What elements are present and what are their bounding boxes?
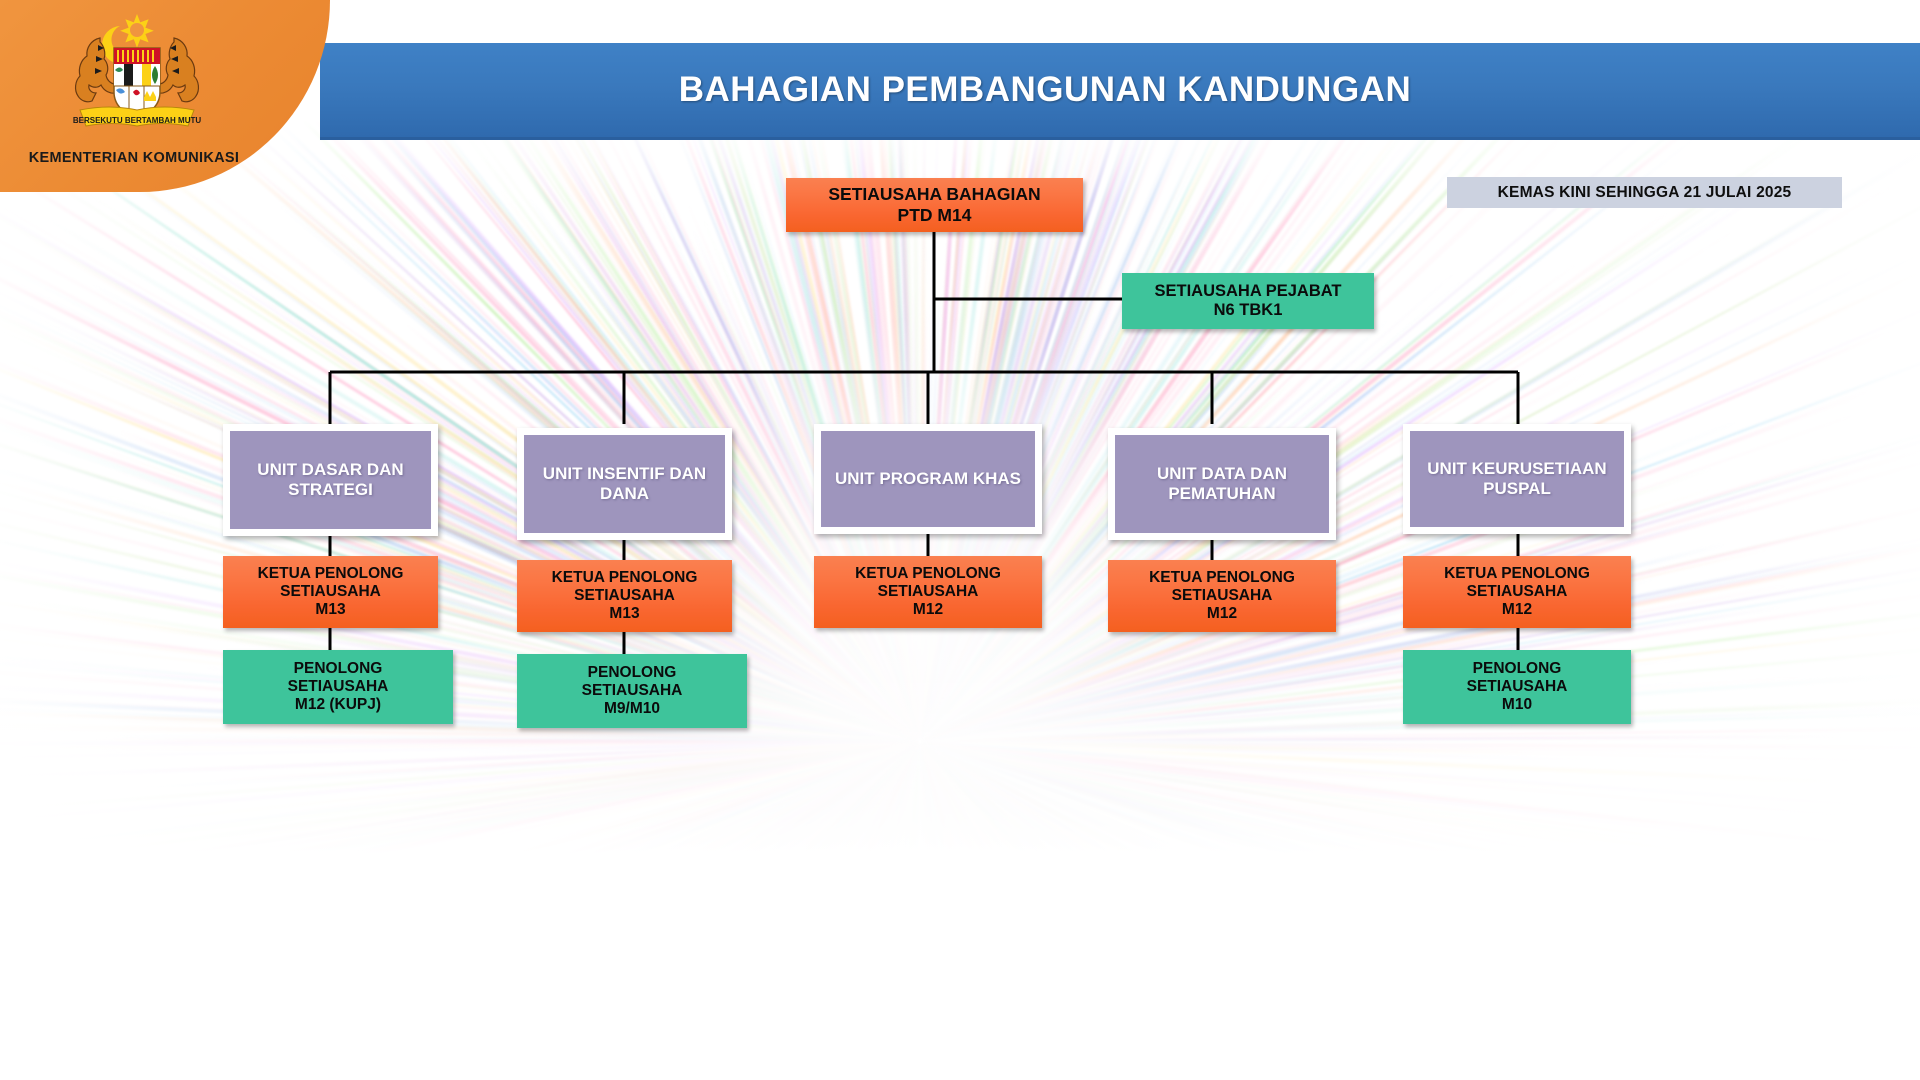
page-title: BAHAGIAN PEMBANGUNAN KANDUNGAN <box>679 70 1411 110</box>
node-grade-line: M12 (KUPJ) <box>295 696 381 714</box>
unit-label-line2: PUSPAL <box>1483 479 1551 499</box>
node-kps-unit-dasar-dan-strategi[interactable]: KETUA PENOLONG SETIAUSAHA M13 <box>223 556 438 628</box>
node-ps-unit-keurusetiaan-puspal[interactable]: PENOLONG SETIAUSAHA M10 <box>1403 650 1631 724</box>
node-kps-unit-insentif-dan-dana[interactable]: KETUA PENOLONG SETIAUSAHA M13 <box>517 560 732 632</box>
node-grade-line: M12 <box>1502 601 1532 619</box>
node-ps-unit-dasar-dan-strategi[interactable]: PENOLONG SETIAUSAHA M12 (KUPJ) <box>223 650 453 724</box>
node-role-line2: SETIAUSAHA <box>1467 678 1568 696</box>
last-updated-badge: KEMAS KINI SEHINGGA 21 JULAI 2025 <box>1447 177 1842 208</box>
node-unit-keurusetiaan-puspal[interactable]: UNIT KEURUSETIAAN PUSPAL <box>1403 424 1631 534</box>
node-role-line: SETIAUSAHA BAHAGIAN <box>828 184 1040 205</box>
node-role-line1: PENOLONG <box>1473 660 1562 678</box>
node-unit-data-dan-pematuhan[interactable]: UNIT DATA DAN PEMATUHAN <box>1108 428 1336 540</box>
node-grade-line: M13 <box>609 605 639 623</box>
unit-label-line2: STRATEGI <box>288 480 373 500</box>
node-role-line1: PENOLONG <box>588 664 677 682</box>
malaysia-coat-of-arms-icon: BERSEKUTU BERTAMBAH MUTU <box>52 8 222 148</box>
node-role-line2: SETIAUSAHA <box>582 682 683 700</box>
node-grade-line: N6 TBK1 <box>1214 301 1283 320</box>
unit-label-line1: UNIT PROGRAM KHAS <box>835 469 1021 489</box>
node-role-line1: KETUA PENOLONG <box>855 565 1001 583</box>
unit-label-line1: UNIT INSENTIF DAN <box>543 464 706 484</box>
node-role-line1: KETUA PENOLONG <box>1444 565 1590 583</box>
node-unit-insentif-dan-dana[interactable]: UNIT INSENTIF DAN DANA <box>517 428 732 540</box>
svg-text:BERSEKUTU BERTAMBAH MUTU: BERSEKUTU BERTAMBAH MUTU <box>73 116 202 125</box>
node-grade-line: PTD M14 <box>898 205 972 226</box>
node-role-line2: SETIAUSAHA <box>288 678 389 696</box>
node-kps-unit-data-dan-pematuhan[interactable]: KETUA PENOLONG SETIAUSAHA M12 <box>1108 560 1336 632</box>
node-setiausaha-bahagian[interactable]: SETIAUSAHA BAHAGIAN PTD M14 <box>786 178 1083 232</box>
page-header-bar: BAHAGIAN PEMBANGUNAN KANDUNGAN <box>320 43 1920 140</box>
ministry-logo-panel: BERSEKUTU BERTAMBAH MUTU KEMENTERIAN KOM… <box>0 0 330 192</box>
node-grade-line: M12 <box>1207 605 1237 623</box>
node-grade-line: M13 <box>315 601 345 619</box>
node-kps-unit-program-khas[interactable]: KETUA PENOLONG SETIAUSAHA M12 <box>814 556 1042 628</box>
node-unit-program-khas[interactable]: UNIT PROGRAM KHAS <box>814 424 1042 534</box>
unit-label-line2: PEMATUHAN <box>1168 484 1275 504</box>
node-setiausaha-pejabat[interactable]: SETIAUSAHA PEJABAT N6 TBK1 <box>1122 273 1374 329</box>
node-role-line2: SETIAUSAHA <box>280 583 381 601</box>
node-grade-line: M9/M10 <box>604 700 660 718</box>
node-unit-dasar-dan-strategi[interactable]: UNIT DASAR DAN STRATEGI <box>223 424 438 536</box>
unit-label-line1: UNIT DATA DAN <box>1157 464 1287 484</box>
node-role-line1: KETUA PENOLONG <box>552 569 698 587</box>
ministry-name-label: KEMENTERIAN KOMUNIKASI <box>0 150 268 166</box>
node-ps-unit-insentif-dan-dana[interactable]: PENOLONG SETIAUSAHA M9/M10 <box>517 654 747 728</box>
node-kps-unit-keurusetiaan-puspal[interactable]: KETUA PENOLONG SETIAUSAHA M12 <box>1403 556 1631 628</box>
node-role-line2: SETIAUSAHA <box>1172 587 1273 605</box>
node-role-line2: SETIAUSAHA <box>574 587 675 605</box>
node-role-line1: PENOLONG <box>294 660 383 678</box>
node-role-line1: KETUA PENOLONG <box>1149 569 1295 587</box>
node-grade-line: M12 <box>913 601 943 619</box>
node-role-line: SETIAUSAHA PEJABAT <box>1154 282 1341 301</box>
unit-label-line1: UNIT KEURUSETIAAN <box>1427 459 1606 479</box>
node-role-line1: KETUA PENOLONG <box>258 565 404 583</box>
node-role-line2: SETIAUSAHA <box>1467 583 1568 601</box>
node-grade-line: M10 <box>1502 696 1532 714</box>
node-role-line2: SETIAUSAHA <box>878 583 979 601</box>
unit-label-line1: UNIT DASAR DAN <box>257 460 403 480</box>
unit-label-line2: DANA <box>600 484 649 504</box>
